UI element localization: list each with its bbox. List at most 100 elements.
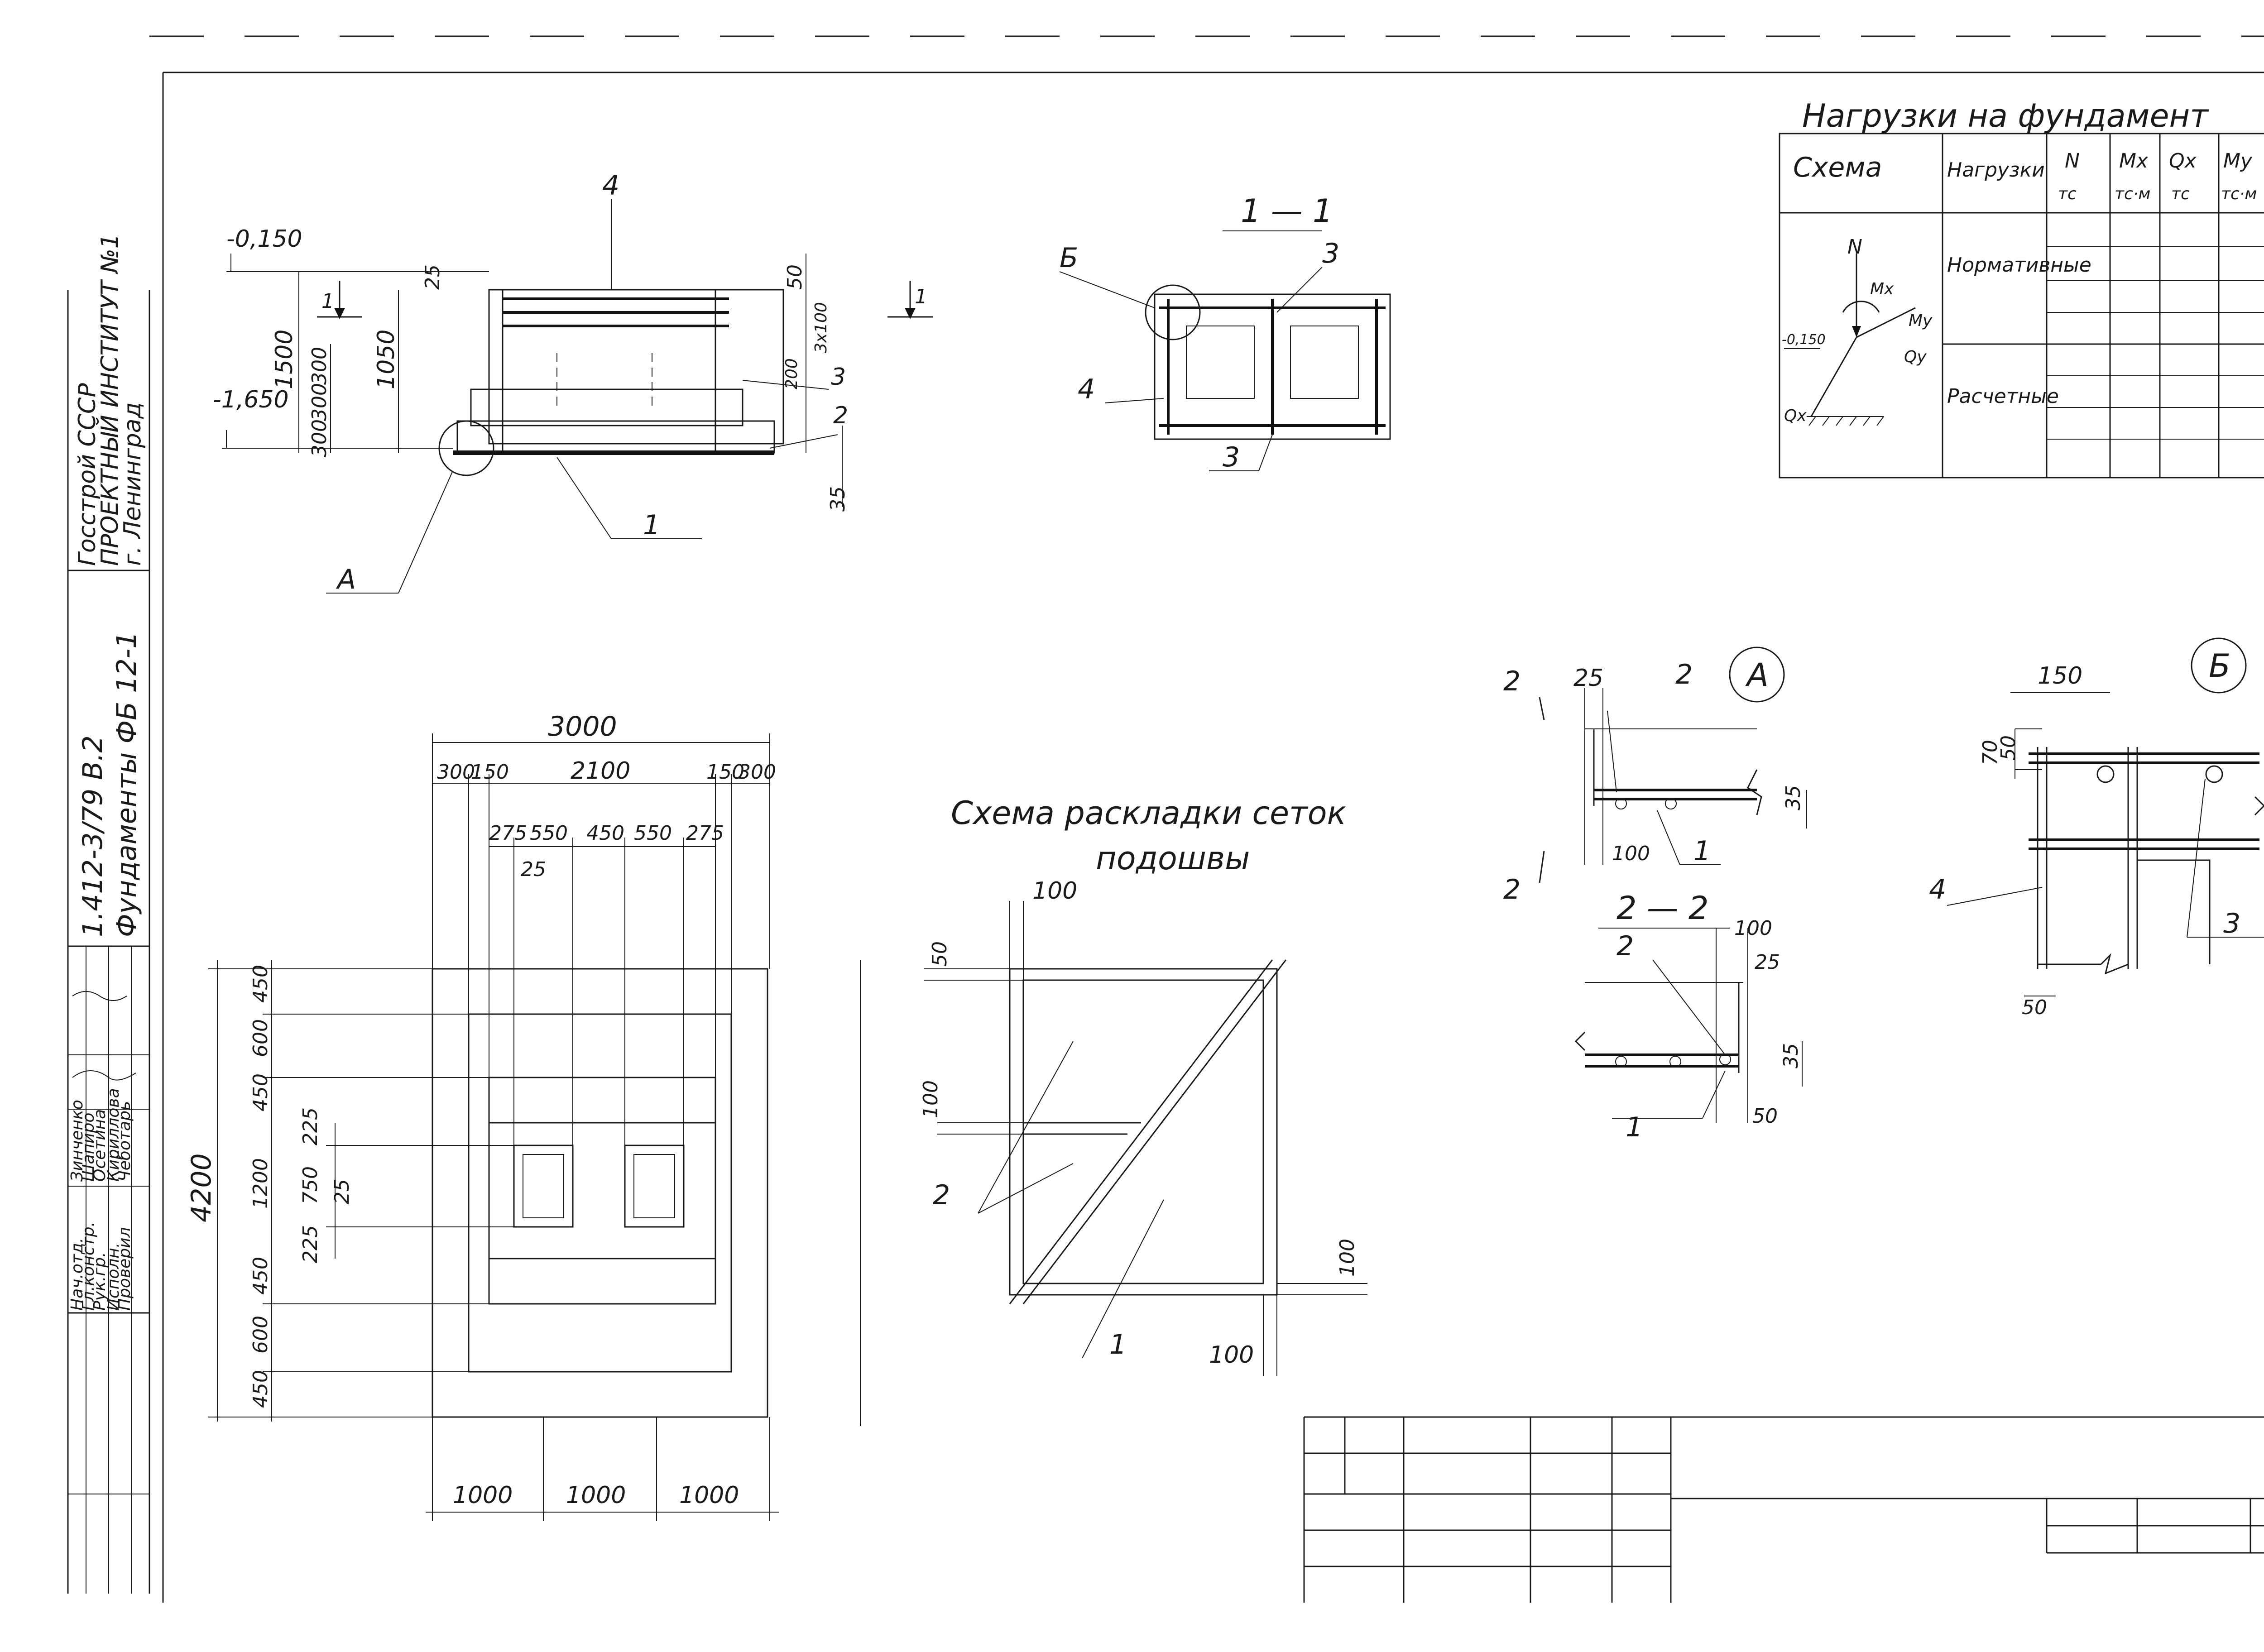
section-2-2-title: 2 — 2 xyxy=(1616,890,1709,927)
detail-b-label: Б xyxy=(2209,647,2230,685)
pos-3-bottom: 3 xyxy=(1223,441,1240,473)
stamp-title: Фундаменты ФБ 12-1 xyxy=(111,632,143,938)
plan-dim-25-left: 25 xyxy=(331,1179,354,1204)
section-1-1-title: 1 — 1 xyxy=(1241,192,1333,230)
detail-a-dim-25: 25 xyxy=(1573,665,1603,692)
hdr-mx-unit: тс·м xyxy=(2115,185,2150,203)
pos-4: 4 xyxy=(602,170,619,201)
plan-top2-2: 450 xyxy=(586,822,624,845)
detail-a-dim-100: 100 xyxy=(1612,842,1650,865)
s22-dim-25: 25 xyxy=(1755,951,1780,974)
pos-3-top: 3 xyxy=(1322,238,1339,269)
col-scheme: Схема xyxy=(1793,152,1882,183)
mesh-dim-100-bottom: 100 xyxy=(1209,1341,1254,1369)
mesh-pos-2: 2 xyxy=(933,1179,950,1211)
mesh-dim-100-right: 100 xyxy=(1336,1239,1359,1277)
plan-top2-4: 275 xyxy=(686,822,724,845)
stamp-role-2: Гл.констр. xyxy=(79,1221,98,1311)
s22-dim-50: 50 xyxy=(1752,1105,1778,1128)
hdr-my: My xyxy=(2223,149,2253,172)
detail-a: А 25 35 100 2 1 2 2 xyxy=(1503,646,1807,905)
detail-a-pos-1: 1 xyxy=(1693,835,1711,867)
pos-b: Б xyxy=(1060,242,1078,274)
load-scheme-icon: N Mx My Qy Qx -0,150 xyxy=(1782,235,1933,426)
col-loads: Нагрузки xyxy=(1947,158,2045,182)
plan-left-2: 450 xyxy=(249,1073,272,1111)
mesh-pos-1: 1 xyxy=(1109,1329,1127,1360)
stamp-name-5: Чеботарь xyxy=(115,1101,134,1182)
pos-1: 1 xyxy=(643,509,660,541)
scheme-qx: Qx xyxy=(1784,407,1807,425)
plan-bottom-1: 1000 xyxy=(566,1482,626,1509)
stamp-org-1: Госстрой СССР xyxy=(74,383,101,566)
scheme-qy: Qy xyxy=(1904,348,1927,366)
plan-inner-2: 225 xyxy=(299,1225,322,1263)
scheme-n: N xyxy=(1847,235,1862,259)
stamp-name-1: Зинченко xyxy=(68,1100,86,1182)
plan-top1-1: 150 xyxy=(471,761,509,784)
mesh-title-2: подошвы xyxy=(1096,840,1250,877)
stamp-role-1: Нач.отд. xyxy=(68,1238,86,1311)
plan-left-5: 600 xyxy=(249,1316,272,1354)
plan-left-1: 600 xyxy=(249,1019,272,1057)
dim-300b: 300 xyxy=(308,383,331,421)
dim-300a: 300 xyxy=(308,419,331,457)
s22-dim-100: 100 xyxy=(1734,917,1772,940)
section-mark-right: 1 xyxy=(915,285,927,308)
dim-1500: 1500 xyxy=(271,330,298,389)
plan-inner-0: 225 xyxy=(299,1107,322,1145)
stamp-name-2: Шапиро xyxy=(79,1113,98,1182)
stamp-role-3: Рук.гр. xyxy=(91,1252,109,1311)
detail-b-dim-70: 70 xyxy=(1979,740,2002,765)
detail-b-pos-4: 4 xyxy=(1929,874,1946,905)
dim-3x100: 3x100 xyxy=(812,302,830,353)
pos-2: 2 xyxy=(833,402,848,429)
dim-300c: 300 xyxy=(308,347,331,385)
section-1-1: 1 — 1 Б 3 4 3 xyxy=(1059,192,1391,473)
plan-left-6: 450 xyxy=(249,1370,272,1408)
cut-2-bottom: 2 xyxy=(1503,874,1521,905)
dim-200: 200 xyxy=(782,358,801,389)
detail-a-dim-35: 35 xyxy=(1782,785,1805,810)
plan-overall-h: 4200 xyxy=(186,1153,217,1222)
sheet-frame: 91 xyxy=(149,35,2264,1603)
scheme-level: -0,150 xyxy=(1782,332,1826,348)
hdr-my-unit: тс·м xyxy=(2221,185,2257,203)
dim-1050: 1050 xyxy=(373,330,400,389)
detail-b-dim-150: 150 xyxy=(2038,662,2082,690)
plan-left-0: 450 xyxy=(249,965,272,1003)
plan-top1-4: 300 xyxy=(738,761,776,784)
plan-top2-1: 550 xyxy=(530,822,568,845)
cut-2-top: 2 xyxy=(1503,666,1521,697)
dim-50: 50 xyxy=(783,264,806,290)
signature-mark xyxy=(72,1070,136,1081)
s22-dim-35: 35 xyxy=(1780,1043,1803,1068)
section-2-2: 2 — 2 100 25 35 50 2 1 xyxy=(1574,890,1803,1143)
pos-4: 4 xyxy=(1078,373,1095,405)
scheme-mx: Mx xyxy=(1870,280,1894,298)
stamp-name-3: Осетина xyxy=(91,1109,109,1182)
detail-b-dim-50b: 50 xyxy=(2022,996,2047,1019)
mark-bottom: -1,650 xyxy=(213,386,289,413)
signature-mark xyxy=(72,991,127,1001)
detail-b: Б 150 70 50 50 4 3 xyxy=(1929,637,2264,1019)
hdr-mx: Mx xyxy=(2119,149,2149,172)
title-block xyxy=(1303,1416,2264,1603)
plan-inner-1: 750 xyxy=(299,1166,322,1204)
elevation-view: -0,150 -1,650 1500 300 300 300 1050 25 5… xyxy=(213,170,933,595)
callout-a: А xyxy=(336,564,356,595)
plan-view: 3000 300 150 2100 150 300 275 550 450 55… xyxy=(186,711,861,1521)
dim-25: 25 xyxy=(421,264,444,290)
plan-left-4: 450 xyxy=(249,1257,272,1295)
stamp-org-3: г. Ленинград xyxy=(119,402,146,566)
stamp-role-4: Исполн. xyxy=(104,1243,123,1311)
plan-dim-25-top: 25 xyxy=(521,858,546,881)
detail-a-pos-2: 2 xyxy=(1675,659,1693,690)
mesh-dim-100-left: 100 xyxy=(919,1080,942,1118)
plan-top1-3: 150 xyxy=(706,761,744,784)
loads-table-title: Нагрузки на фундамент xyxy=(1802,97,2209,134)
stamp-org-2: ПРОЕКТНЫЙ ИНСТИТУТ №1 xyxy=(96,234,124,566)
mesh-title-1: Схема раскладки сеток xyxy=(951,795,1346,832)
row-normative: Нормативные xyxy=(1947,254,2091,277)
